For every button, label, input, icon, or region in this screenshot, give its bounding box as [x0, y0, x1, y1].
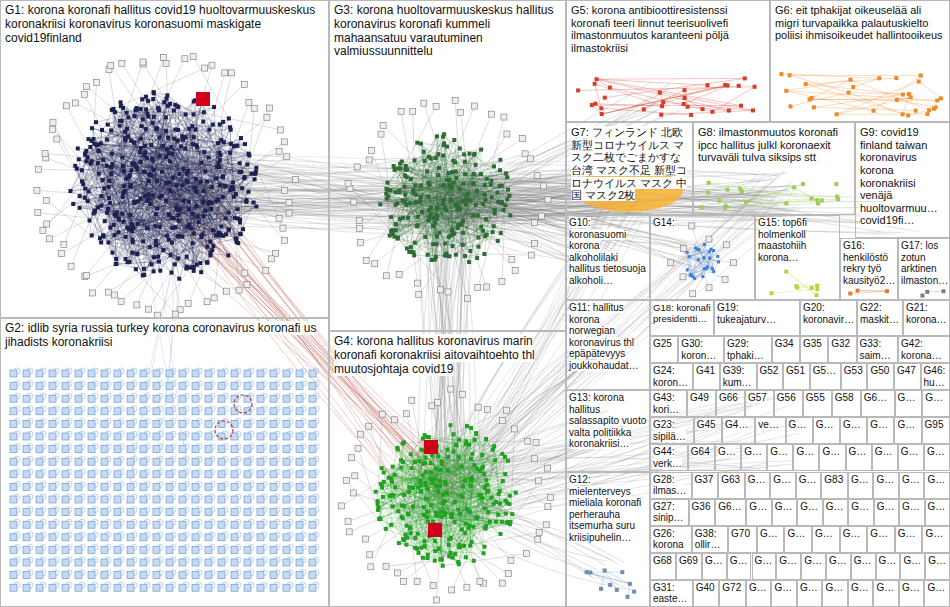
graph-canvas: G1: korona koronafi hallitus covid19 huo… — [0, 0, 950, 607]
